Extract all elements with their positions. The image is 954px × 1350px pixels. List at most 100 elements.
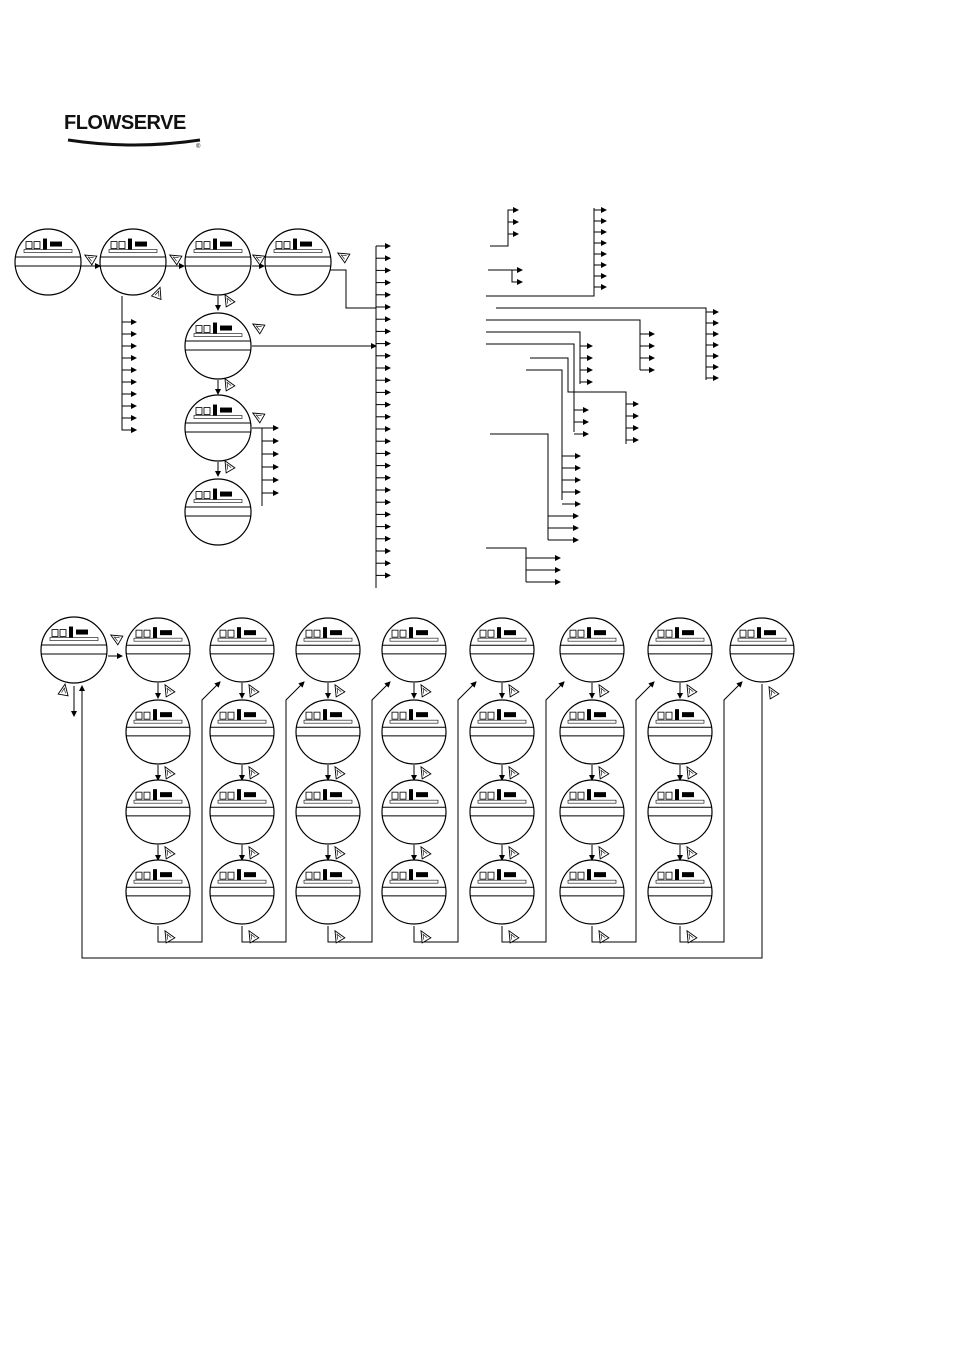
lcd-icon [389,799,439,804]
screen-circle [729,617,795,683]
screen-circle [99,228,167,296]
lcd-icon [313,871,321,880]
lcd-icon [195,325,203,333]
lcd-icon [313,629,321,638]
lcd-icon [195,491,203,499]
lcd-icon [217,799,267,804]
lcd-icon [219,629,227,638]
menu-screen-node [469,617,535,683]
lcd-icon [675,627,679,639]
key-detail [172,256,179,262]
key-detail [422,849,428,856]
screen-circle [184,394,252,462]
menu-screen-node [184,312,252,380]
lcd-icon [217,879,267,884]
screen-circle [14,228,82,296]
menu-screen-node [381,859,447,925]
screen-circle [209,859,275,925]
lcd-icon [237,869,241,881]
menu-screen-node [559,859,625,925]
lcd-icon [477,637,527,642]
lcd-icon [655,879,705,884]
key-detail [510,769,516,776]
lcd-icon [160,792,172,798]
lcd-icon [217,637,267,642]
key-detail [226,297,232,304]
screen-circle [469,859,535,925]
key-button-icon [248,845,260,860]
key-detail [336,933,342,940]
key-button-icon [420,845,432,860]
key-detail [166,687,172,694]
lcd-icon [487,791,495,800]
lcd-icon [739,629,747,638]
key-button-icon [164,765,176,780]
key-detail [166,933,172,940]
key-detail [422,769,428,776]
lcd-icon [655,719,705,724]
lcd-icon [273,249,323,253]
key-button-icon [334,765,346,780]
key-detail [336,769,342,776]
screen-circle [295,859,361,925]
lcd-icon [305,711,313,720]
key-button-icon [686,683,698,698]
key-detail [688,933,694,940]
screen-circle [559,859,625,925]
key-shape [598,765,610,780]
menu-screen-node [647,859,713,925]
lcd-icon [504,872,516,878]
lcd-icon [244,872,256,878]
lcd-icon [587,789,591,801]
key-button-icon [598,845,610,860]
lcd-icon [135,871,143,880]
lcd-icon [193,249,243,253]
key-button-icon [420,929,432,944]
menu-screen-node [729,617,795,683]
lcd-icon [300,241,312,247]
key-detail [113,636,120,642]
lcd-icon [569,629,577,638]
lcd-icon [665,791,673,800]
lcd-icon [153,869,157,881]
lcd-icon [655,799,705,804]
key-button-icon [251,254,266,266]
menu-screen-node [209,779,275,845]
key-detail [422,687,428,694]
lcd-icon [244,792,256,798]
lcd-icon [153,627,157,639]
lcd-icon [227,711,235,720]
key-shape [251,412,266,424]
lcd-icon [128,238,132,250]
key-shape [334,683,346,698]
lcd-icon [389,637,439,642]
screen-circle [469,617,535,683]
screen-circle [295,617,361,683]
key-button-icon [224,377,236,392]
lcd-icon [203,491,211,499]
lcd-icon [764,630,776,636]
key-button-icon [598,683,610,698]
lcd-icon [416,792,428,798]
key-shape [334,929,346,944]
lcd-icon [33,241,41,249]
key-shape [508,845,520,860]
lcd-icon [409,869,413,881]
connector-line [486,319,641,370]
menu-screen-node [125,779,191,845]
lcd-icon [747,629,755,638]
lcd-icon [682,872,694,878]
lcd-icon [143,629,151,638]
screen-circle [125,859,191,925]
connector-line [486,343,575,432]
key-shape [686,765,698,780]
key-shape [420,845,432,860]
connector-line [121,296,137,433]
lcd-icon [50,241,62,247]
lcd-icon [237,627,241,639]
menu-screen-node [559,779,625,845]
lcd-icon [577,791,585,800]
key-button-icon [334,929,346,944]
key-shape [598,929,610,944]
key-shape [508,683,520,698]
